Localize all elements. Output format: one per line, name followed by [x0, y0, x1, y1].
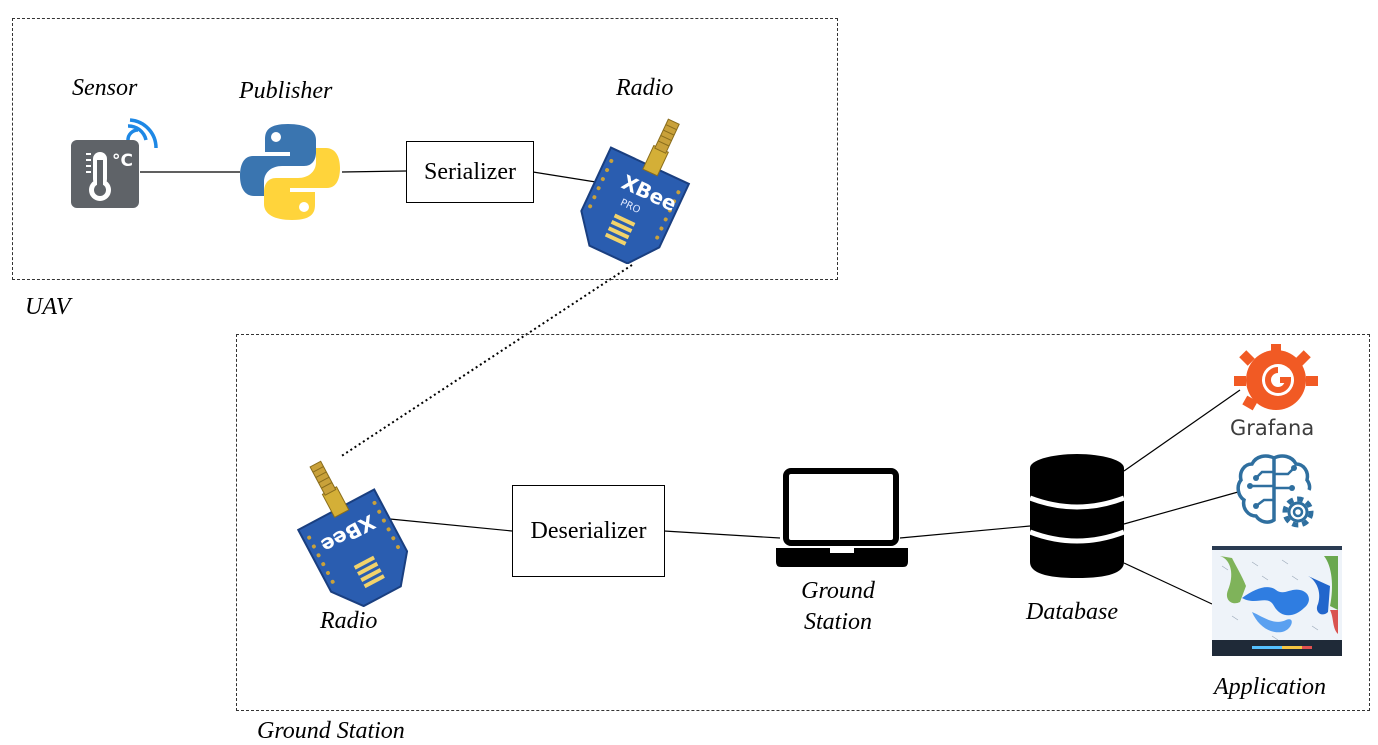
- brain-gear-icon: [1236, 454, 1314, 528]
- database-icon: [1029, 454, 1125, 578]
- uav-frame-label: UAV: [25, 294, 71, 320]
- database-label: Database: [1026, 599, 1118, 625]
- ground-station-label-line2: Station: [803, 609, 872, 635]
- weather-map-icon: [1212, 546, 1342, 656]
- thermometer-sensor-icon: °C: [71, 118, 158, 208]
- sensor-label: Sensor: [72, 75, 138, 101]
- grafana-icon: Grafana: [1230, 344, 1318, 440]
- ground-radio-label: Radio: [320, 608, 378, 634]
- uav-frame: [12, 18, 838, 280]
- application-label: Application: [1214, 674, 1326, 700]
- wireless-link-line: [339, 264, 633, 458]
- database-ai-line: [1123, 491, 1239, 525]
- uav-radio-label: Radio: [616, 75, 674, 101]
- ground-station-frame: [236, 334, 1370, 711]
- publisher-serializer-line: [341, 170, 407, 173]
- ground-station-frame-label: Ground Station: [257, 718, 405, 744]
- uav-xbee-radio-icon: XBee PRO: [580, 118, 691, 264]
- radio-deserializer-line: [389, 518, 513, 532]
- serializer-box: Serializer: [406, 141, 534, 203]
- serializer-radio-line: [532, 171, 603, 184]
- python-icon: [240, 124, 340, 220]
- ground-station-label: Ground Station: [778, 576, 898, 638]
- database-application-line: [1123, 562, 1213, 605]
- database-grafana-line: [1123, 389, 1241, 472]
- svg-text:°C: °C: [112, 151, 133, 171]
- grafana-text: Grafana: [1230, 416, 1314, 440]
- ground-station-label-line1: Ground: [801, 578, 875, 604]
- laptop-database-line: [899, 525, 1031, 539]
- publisher-label: Publisher: [239, 78, 333, 104]
- laptop-icon: [776, 468, 908, 567]
- deserializer-box: Deserializer: [512, 485, 665, 577]
- ground-xbee-radio-icon: XBee: [296, 460, 409, 607]
- deserializer-laptop-line: [663, 530, 781, 539]
